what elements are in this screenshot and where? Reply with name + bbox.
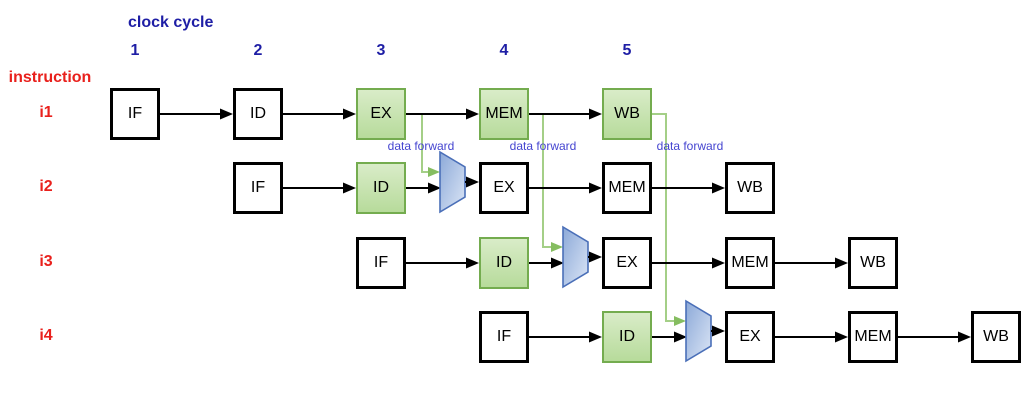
data-forward-label: data forward <box>656 139 724 153</box>
arrow-head <box>712 257 725 269</box>
stage-box-i3-id: ID <box>479 237 529 289</box>
stage-box-i4-ex: EX <box>725 311 775 363</box>
data-forward-line <box>421 114 429 173</box>
arrow-head <box>589 251 602 263</box>
stage-box-i3-if: IF <box>356 237 406 289</box>
instruction-row-label: i1 <box>39 104 53 121</box>
stage-box-i2-ex: EX <box>479 162 529 214</box>
arrow-head <box>466 108 479 120</box>
arrow-head <box>835 331 848 343</box>
mux <box>685 299 712 363</box>
data-forward-arrow-head <box>551 242 563 252</box>
arrow-head <box>589 182 602 194</box>
arrow-head <box>712 182 725 194</box>
stage-box-i4-id: ID <box>602 311 652 363</box>
arrow-head <box>958 331 971 343</box>
stage-box-i1-wb: WB <box>602 88 652 140</box>
arrow-head <box>674 331 687 343</box>
stage-box-i4-mem: MEM <box>848 311 898 363</box>
data-forward-label: data forward <box>509 139 577 153</box>
arrow-head <box>343 182 356 194</box>
stage-box-i1-ex: EX <box>356 88 406 140</box>
arrow-head <box>220 108 233 120</box>
instruction-row-label: i2 <box>39 178 53 195</box>
stage-box-i1-id: ID <box>233 88 283 140</box>
instruction-row-label: i3 <box>39 253 53 270</box>
data-forward-line <box>542 114 552 248</box>
stage-box-i3-wb: WB <box>848 237 898 289</box>
stage-box-i3-ex: EX <box>602 237 652 289</box>
clock-cycle-number: 2 <box>253 42 263 59</box>
arrow-head <box>466 176 479 188</box>
arrow-head <box>589 108 602 120</box>
mux <box>562 225 589 289</box>
stage-box-i4-wb: WB <box>971 311 1021 363</box>
stage-box-i2-if: IF <box>233 162 283 214</box>
stage-box-i2-mem: MEM <box>602 162 652 214</box>
mux <box>439 150 466 214</box>
clock-cycle-number: 1 <box>130 42 140 59</box>
clock-cycle-number: 5 <box>622 42 632 59</box>
arrow-head <box>551 257 564 269</box>
data-forward-label: data forward <box>387 139 455 153</box>
stage-box-i1-if: IF <box>110 88 160 140</box>
stage-box-i3-mem: MEM <box>725 237 775 289</box>
data-forward-arrow-head <box>674 316 686 326</box>
clock-cycle-number: 3 <box>376 42 386 59</box>
data-forward-arrow-head <box>428 167 440 177</box>
arrow-head <box>712 325 725 337</box>
data-forward-line <box>652 113 675 322</box>
stage-box-i1-mem: MEM <box>479 88 529 140</box>
clock-cycle-number: 4 <box>499 42 509 59</box>
instruction-heading: instruction <box>8 69 92 86</box>
arrow-head <box>835 257 848 269</box>
stage-box-i4-if: IF <box>479 311 529 363</box>
arrow-head <box>343 108 356 120</box>
arrow-head <box>428 182 441 194</box>
stage-box-i2-id: ID <box>356 162 406 214</box>
arrow-head <box>589 331 602 343</box>
arrow-head <box>466 257 479 269</box>
instruction-row-label: i4 <box>39 327 53 344</box>
stage-box-i2-wb: WB <box>725 162 775 214</box>
clock-cycle-heading: clock cycle <box>128 14 214 31</box>
